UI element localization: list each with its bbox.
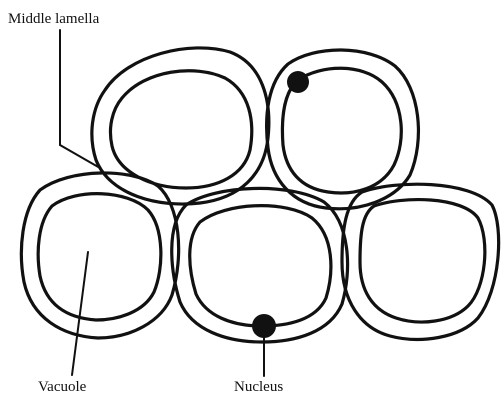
label-vacuole: Vacuole [38, 380, 86, 395]
vacuole-membrane [110, 71, 251, 188]
vacuole-membrane [38, 194, 161, 320]
vacuole-membrane [360, 200, 485, 322]
label-nucleus: Nucleus [234, 380, 283, 395]
nucleus-top-right [287, 71, 309, 93]
vacuole-membrane [190, 206, 331, 326]
cell-wall-outer [342, 184, 499, 339]
cell-top-left [92, 48, 269, 204]
leader-line-vacuole [72, 252, 88, 375]
cell-wall-outer [21, 173, 178, 338]
cell-bottom-left [21, 173, 178, 338]
nucleus-bottom-middle [252, 314, 276, 338]
label-middle-lamella: Middle lamella [8, 12, 99, 27]
cell-right [342, 184, 499, 339]
